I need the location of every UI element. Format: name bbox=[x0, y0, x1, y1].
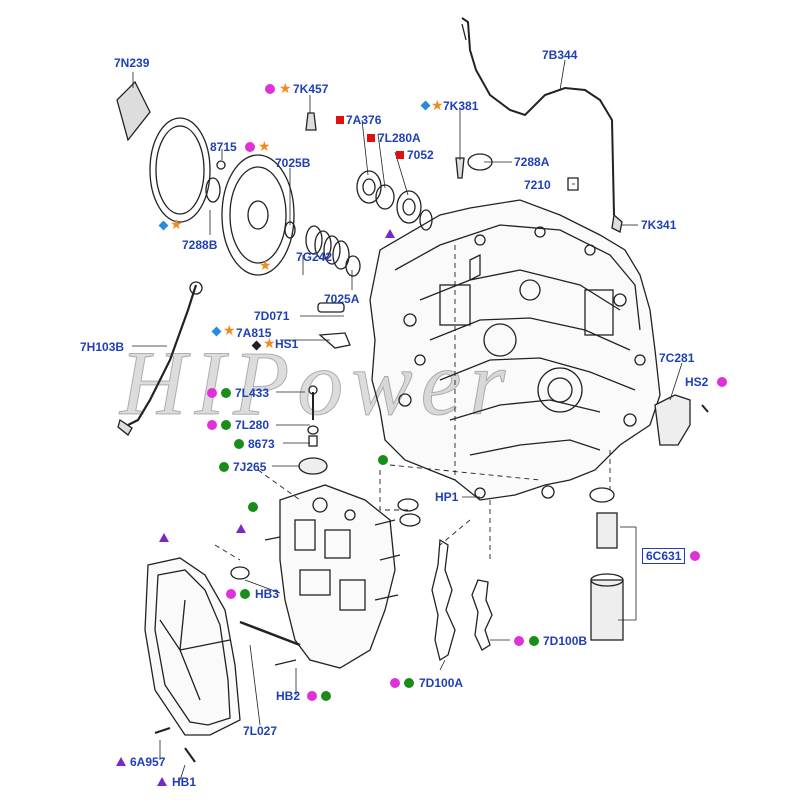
oil-pan bbox=[144, 557, 301, 736]
green-dot-icon bbox=[404, 678, 414, 688]
gasket-7D100A bbox=[431, 538, 456, 662]
magenta-dot-icon bbox=[245, 142, 255, 152]
label-7K457: 7K457 bbox=[293, 82, 329, 96]
label-HB3: HB3 bbox=[255, 587, 280, 601]
green-dot-icon bbox=[240, 589, 250, 599]
green-dot-icon bbox=[529, 636, 539, 646]
label-HP1: HP1 bbox=[435, 490, 459, 504]
orange-star-icon: ★ bbox=[258, 139, 271, 155]
orange-star-icon: ★ bbox=[170, 217, 183, 233]
label-7J265: 7J265 bbox=[233, 460, 267, 474]
label-7D100B: 7D100B bbox=[543, 634, 588, 648]
label-7A376: 7A376 bbox=[346, 113, 382, 127]
bolts bbox=[154, 404, 709, 763]
orange-star-icon: ★ bbox=[279, 81, 292, 97]
label-HB1: HB1 bbox=[172, 775, 197, 789]
purple-triangle-icon bbox=[116, 757, 126, 766]
label-7210: 7210 bbox=[524, 178, 551, 192]
orange-star-icon: ★ bbox=[431, 98, 444, 114]
gasket-7D100B bbox=[471, 579, 493, 651]
label-7L280A: 7L280A bbox=[378, 131, 421, 145]
magenta-dot-icon bbox=[390, 678, 400, 688]
green-dot-icon bbox=[219, 462, 229, 472]
purple-triangle-icon bbox=[236, 524, 246, 533]
label-HS2: HS2 bbox=[685, 375, 709, 389]
green-dot-icon bbox=[321, 691, 331, 701]
red-square-icon bbox=[367, 134, 375, 142]
label-7K381: 7K381 bbox=[443, 99, 479, 113]
dipstick-tube bbox=[461, 17, 615, 216]
green-dot-icon bbox=[234, 439, 244, 449]
label-7C281: 7C281 bbox=[659, 351, 695, 365]
magenta-dot-icon bbox=[265, 84, 275, 94]
purple-triangle-icon bbox=[159, 533, 169, 542]
label-7N239: 7N239 bbox=[114, 56, 150, 70]
orange-star-icon: ★ bbox=[259, 258, 272, 274]
purple-triangle-icon bbox=[385, 229, 395, 238]
magenta-dot-icon bbox=[717, 377, 727, 387]
label-8673: 8673 bbox=[248, 437, 275, 451]
label-7H103B: 7H103B bbox=[80, 340, 125, 354]
filter-assembly bbox=[589, 394, 691, 641]
label-7288A: 7288A bbox=[514, 155, 550, 169]
label-7L027: 7L027 bbox=[243, 724, 278, 738]
transaxle-case bbox=[369, 199, 661, 501]
label-6C631: 6C631 bbox=[642, 548, 686, 564]
label-7025A: 7025A bbox=[324, 292, 360, 306]
leader-lines bbox=[132, 59, 683, 781]
label-7D100A: 7D100A bbox=[419, 676, 464, 690]
magenta-dot-icon bbox=[514, 636, 524, 646]
label-7L433: 7L433 bbox=[235, 386, 270, 400]
valve-body bbox=[230, 484, 421, 669]
label-6A957: 6A957 bbox=[130, 755, 166, 769]
orange-star-icon: ★ bbox=[263, 336, 276, 352]
magenta-dot-icon bbox=[690, 551, 700, 561]
green-dot-icon bbox=[378, 455, 388, 465]
label-7288B: 7288B bbox=[182, 238, 218, 252]
red-square-icon bbox=[396, 151, 404, 159]
label-7B344: 7B344 bbox=[542, 48, 578, 62]
magenta-dot-icon bbox=[207, 420, 217, 430]
label-7D071: 7D071 bbox=[254, 309, 290, 323]
label-7L280: 7L280 bbox=[235, 418, 270, 432]
magenta-dot-icon bbox=[207, 388, 217, 398]
label-7K341: 7K341 bbox=[641, 218, 677, 232]
magenta-dot-icon bbox=[307, 691, 317, 701]
seals-and-rings bbox=[305, 112, 623, 349]
label-7G242: 7G242 bbox=[296, 250, 333, 264]
label-7025B: 7025B bbox=[275, 156, 311, 170]
label-HB2: HB2 bbox=[276, 689, 301, 703]
purple-triangle-icon bbox=[157, 777, 167, 786]
green-dot-icon bbox=[248, 502, 258, 512]
orange-star-icon: ★ bbox=[223, 323, 236, 339]
torque-converter bbox=[116, 80, 296, 276]
label-7052: 7052 bbox=[407, 148, 434, 162]
harness-cable bbox=[117, 281, 203, 436]
dashed-guides bbox=[214, 245, 611, 561]
red-square-icon bbox=[336, 116, 344, 124]
label-8715: 8715 bbox=[210, 140, 237, 154]
magenta-dot-icon bbox=[226, 589, 236, 599]
label-7A815: 7A815 bbox=[236, 326, 272, 340]
label-HS1: HS1 bbox=[275, 337, 299, 351]
watermark: HIPower bbox=[119, 332, 514, 435]
green-dot-icon bbox=[221, 420, 231, 430]
green-dot-icon bbox=[221, 388, 231, 398]
